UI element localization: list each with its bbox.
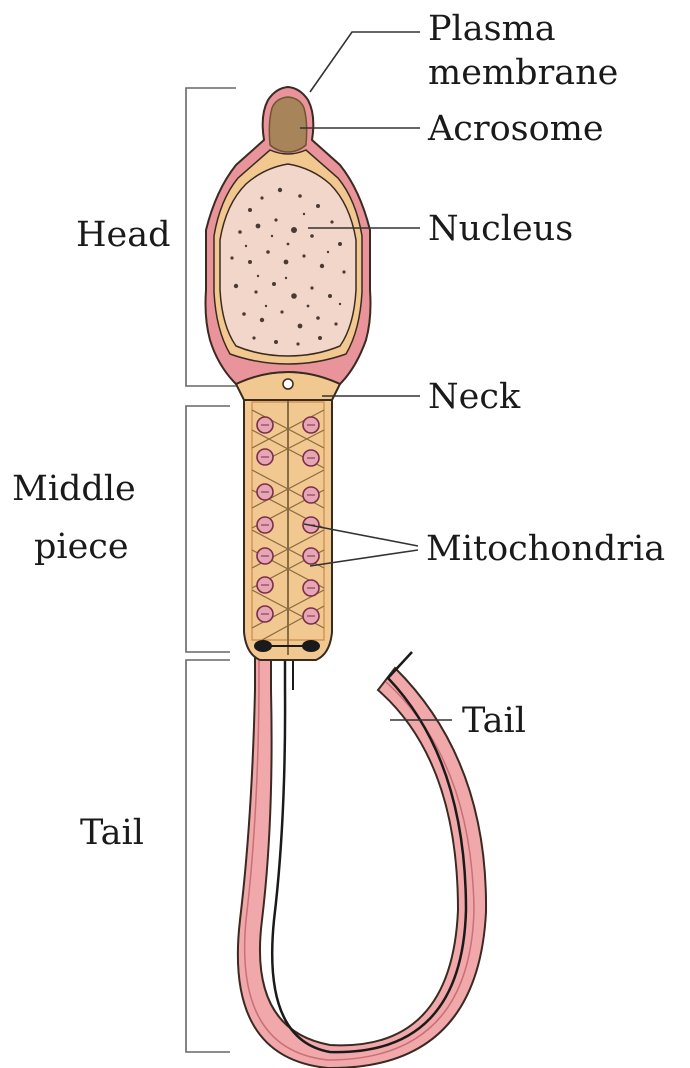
- region-label-middle-piece-line2: piece: [34, 527, 129, 567]
- region-label-head: Head: [76, 215, 171, 255]
- plasma-membrane-leader: [310, 32, 420, 92]
- label-plasma-membrane-line2: membrane: [428, 53, 618, 93]
- label-nucleus: Nucleus: [428, 209, 573, 249]
- label-plasma-membrane-line1: Plasma: [428, 9, 556, 49]
- label-mitochondria: Mitochondria: [426, 529, 665, 569]
- region-label-tail: Tail: [80, 813, 144, 853]
- proximal-centriole: [283, 379, 293, 389]
- nucleus: [220, 164, 356, 356]
- tail: [238, 648, 486, 1068]
- region-label-middle-piece-line1: Middle: [12, 469, 136, 509]
- label-acrosome: Acrosome: [427, 109, 604, 149]
- acrosome: [269, 97, 306, 152]
- labels: Plasma membrane Acrosome Nucleus Neck Mi…: [12, 9, 665, 853]
- label-neck: Neck: [428, 377, 521, 417]
- label-tail-right: Tail: [462, 701, 526, 741]
- tail-bracket: [186, 660, 230, 1052]
- head: [206, 87, 371, 384]
- middle-piece-bracket: [186, 406, 230, 652]
- tail-axial-filament: [272, 650, 466, 1052]
